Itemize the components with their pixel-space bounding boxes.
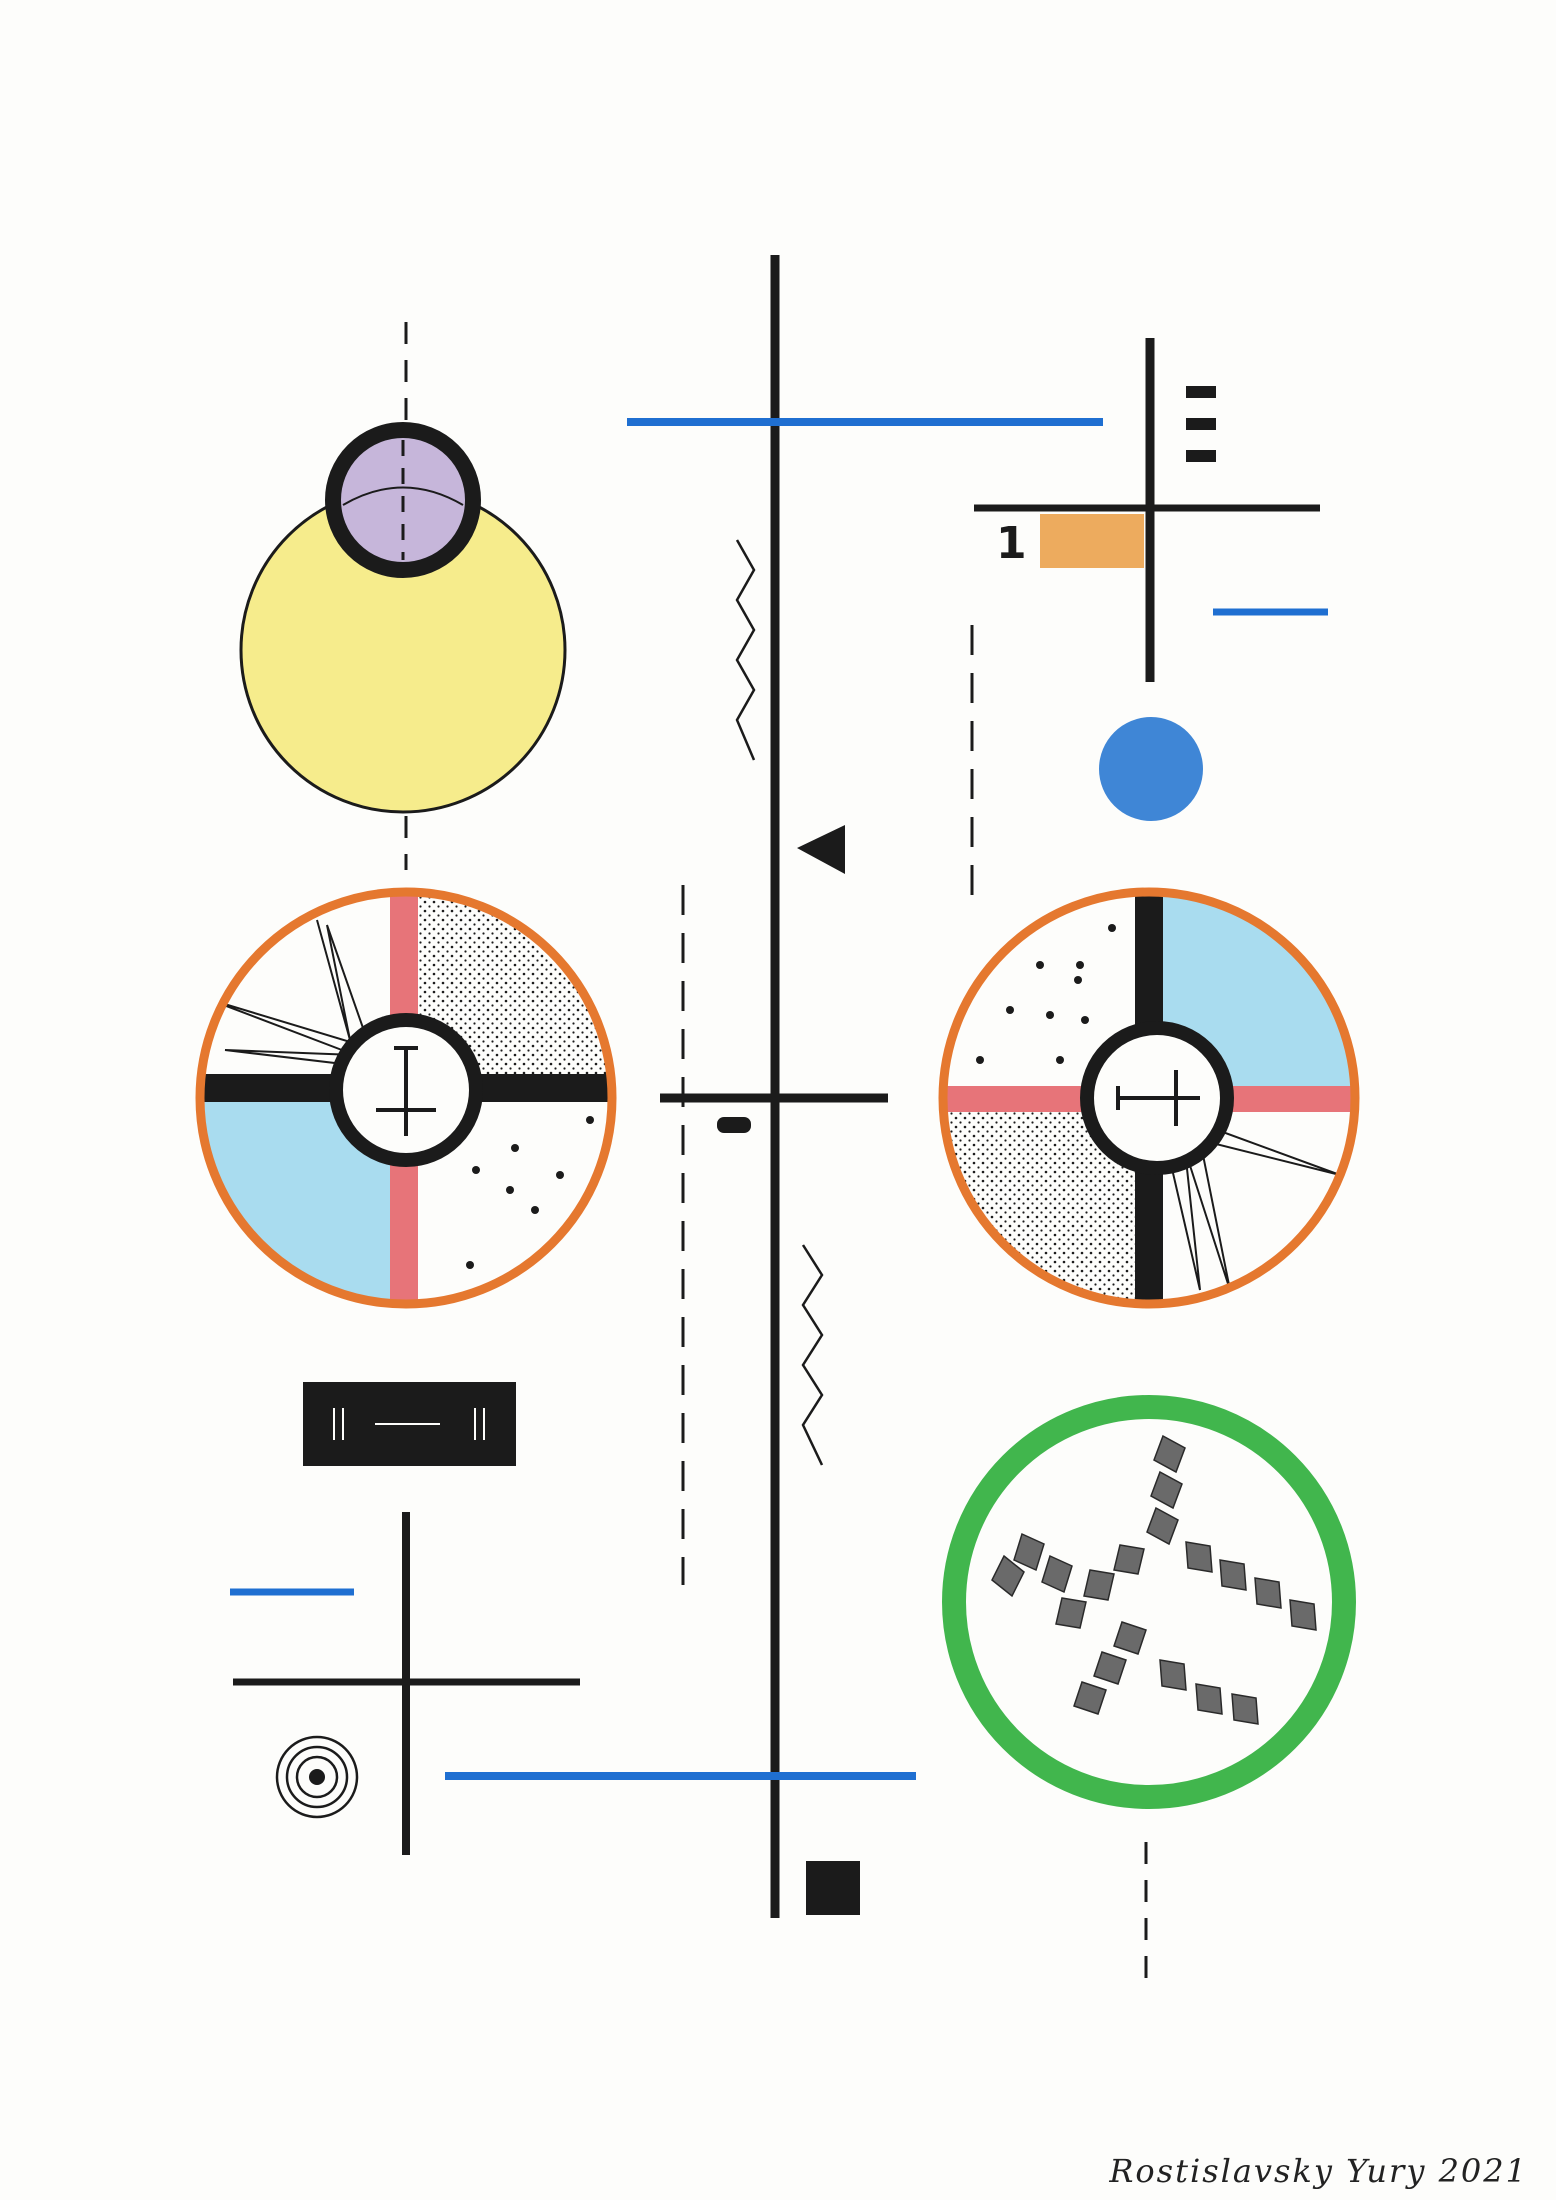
zigzag-upper [735, 539, 756, 761]
small-black-square [806, 1861, 860, 1915]
green-ring-circle [942, 1395, 1356, 1809]
black-triangle [797, 825, 845, 874]
concentric-target [275, 1735, 359, 1819]
stack-bar-3 [1186, 450, 1216, 462]
artist-signature: Rostislavsky Yury 2021 [1109, 2152, 1528, 2190]
left-quartered-circle [195, 887, 617, 1309]
number-label: 1 [996, 518, 1027, 569]
blue-dot [1099, 717, 1203, 821]
graphite-rhombus-chains [991, 1434, 1317, 1725]
violet-circle-arc [342, 486, 464, 506]
stack-bar-1 [1186, 386, 1216, 398]
zigzag-lower [801, 1244, 824, 1466]
black-rectangle-panel [303, 1382, 516, 1466]
stack-bar-2 [1186, 418, 1216, 430]
ochre-rectangle [1040, 514, 1144, 568]
right-quartered-circle [938, 887, 1360, 1309]
small-capsule [717, 1117, 751, 1133]
